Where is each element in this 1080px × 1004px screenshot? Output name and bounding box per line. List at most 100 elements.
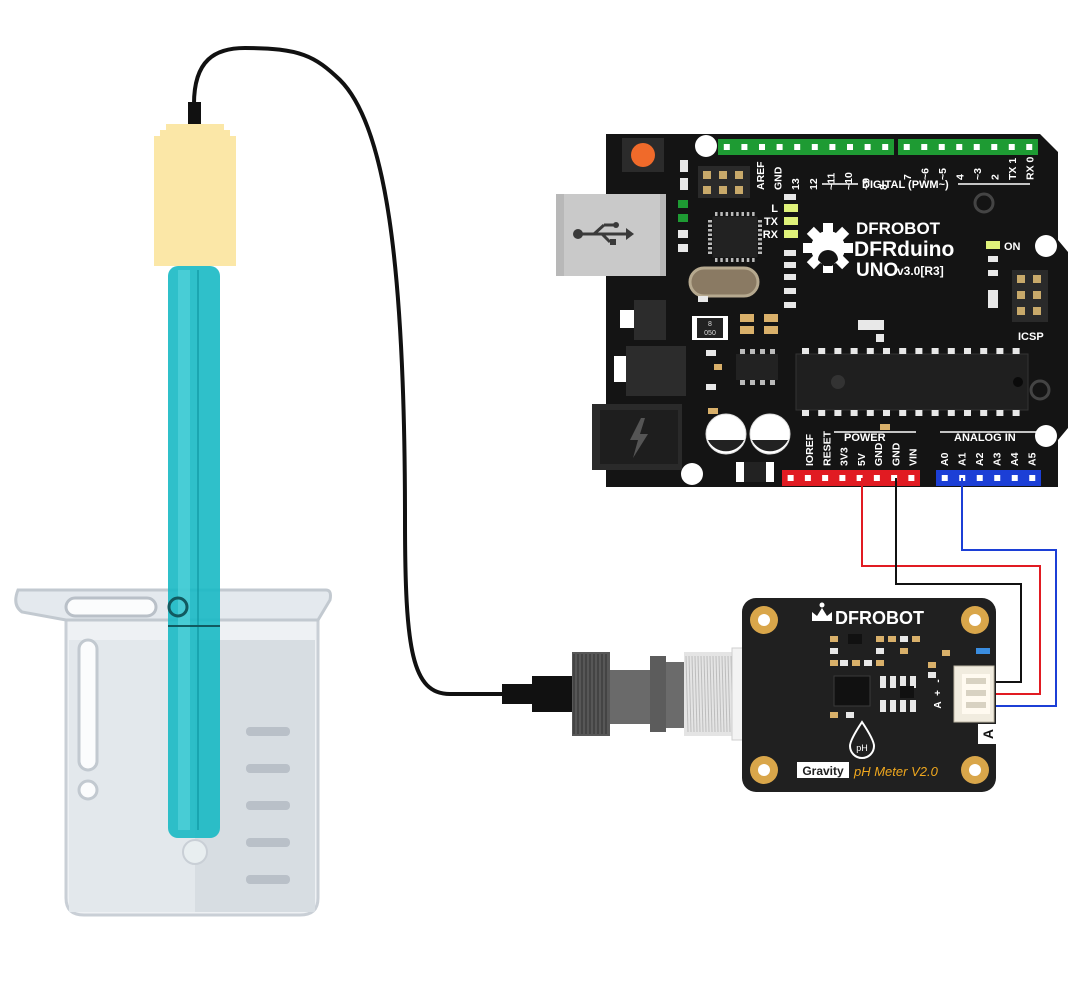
digital-pin-socket[interactable] bbox=[973, 144, 980, 150]
capacitor-right bbox=[749, 413, 791, 455]
power-pin-socket[interactable] bbox=[873, 475, 880, 481]
digital-pin-socket[interactable] bbox=[991, 144, 998, 150]
port-letter: A bbox=[980, 729, 996, 739]
analog-pin-socket[interactable] bbox=[1011, 475, 1018, 481]
beaker-graduation-mark bbox=[246, 875, 290, 884]
analog-header bbox=[936, 470, 1041, 486]
lightning-icon bbox=[630, 418, 648, 458]
digital-pin-socket[interactable] bbox=[723, 144, 730, 150]
digital-pin-socket[interactable] bbox=[938, 144, 945, 150]
pin-label: RX 0 bbox=[1025, 156, 1037, 180]
digital-pin-socket[interactable] bbox=[882, 144, 889, 150]
led-rx bbox=[784, 230, 798, 238]
probe-cap bbox=[154, 124, 236, 266]
analog-pin-socket[interactable] bbox=[976, 475, 983, 481]
power-pin-socket[interactable] bbox=[787, 475, 794, 481]
pin-label: A3 bbox=[992, 452, 1004, 466]
digital-header bbox=[718, 139, 1038, 155]
digital-pin-socket[interactable] bbox=[864, 144, 871, 150]
mount-hole bbox=[1035, 235, 1057, 257]
digital-pin-socket[interactable] bbox=[1008, 144, 1015, 150]
digital-pin-socket[interactable] bbox=[956, 144, 963, 150]
pin-label: 13 bbox=[790, 178, 802, 190]
digital-pin-socket[interactable] bbox=[776, 144, 783, 150]
regulator bbox=[634, 300, 666, 340]
analog-pin-socket[interactable] bbox=[941, 475, 948, 481]
power-header bbox=[782, 470, 920, 486]
digital-pin-socket[interactable] bbox=[847, 144, 853, 150]
pin-label: GND bbox=[773, 166, 785, 190]
pin-label: ~9 bbox=[861, 178, 873, 190]
analog-pin-socket[interactable] bbox=[994, 475, 1001, 481]
svg-text:TX: TX bbox=[764, 216, 779, 228]
probe-stem bbox=[168, 266, 220, 838]
digital-pin-socket[interactable] bbox=[903, 144, 910, 150]
dc-power-jack bbox=[592, 404, 682, 470]
mount-hole bbox=[1035, 425, 1057, 447]
probe-bulb bbox=[182, 839, 208, 865]
digital-pin-socket[interactable] bbox=[794, 144, 801, 150]
digital-pin-socket[interactable] bbox=[759, 144, 765, 150]
probe-connector-tip bbox=[188, 102, 201, 124]
power-pin-socket[interactable] bbox=[891, 475, 898, 481]
led-tx bbox=[784, 217, 798, 225]
pin-label: GND bbox=[873, 442, 885, 466]
probe-rim-hole bbox=[167, 596, 189, 618]
svg-text:8: 8 bbox=[708, 321, 712, 328]
beaker-graduation-mark bbox=[246, 838, 290, 847]
crystal bbox=[688, 266, 760, 298]
power-pin-socket[interactable] bbox=[822, 475, 829, 481]
power-pin-socket[interactable] bbox=[908, 475, 915, 481]
reset-button-cap[interactable] bbox=[631, 143, 655, 167]
svg-text:050: 050 bbox=[704, 330, 716, 337]
digital-pin-socket[interactable] bbox=[1026, 144, 1033, 150]
power-pin-socket[interactable] bbox=[856, 475, 863, 481]
led-l bbox=[784, 204, 798, 212]
pin-label: ~5 bbox=[937, 168, 949, 180]
power-pin-socket[interactable] bbox=[804, 475, 811, 481]
pin-label: 3V3 bbox=[839, 447, 851, 466]
svg-text:RX: RX bbox=[763, 229, 779, 241]
sensor-pin-sign: A bbox=[933, 701, 944, 708]
pin-label: ~11 bbox=[825, 173, 837, 190]
mount-hole bbox=[681, 463, 703, 485]
svg-text:pH: pH bbox=[856, 743, 868, 753]
beaker-marks bbox=[246, 727, 290, 884]
usb-port bbox=[556, 194, 666, 276]
pin-label: AREF bbox=[755, 161, 767, 190]
digital-pin-socket[interactable] bbox=[741, 144, 748, 150]
sensor-chip bbox=[833, 675, 871, 707]
pin-label: ~3 bbox=[972, 168, 984, 180]
probe-stem-shine bbox=[178, 270, 190, 830]
mount-hole bbox=[695, 135, 717, 157]
probe-cable bbox=[192, 45, 502, 696]
on-led bbox=[986, 241, 1000, 249]
pin-label: TX 1 bbox=[1007, 158, 1019, 180]
pin-label: GND bbox=[890, 442, 902, 466]
sensor-pin-sign: - bbox=[933, 679, 944, 682]
board-model: DFRduino bbox=[854, 238, 954, 261]
digital-pin-socket[interactable] bbox=[829, 144, 836, 150]
analog-label: ANALOG IN bbox=[954, 432, 1016, 444]
power-label: POWER bbox=[844, 432, 886, 444]
pin-label: 7 bbox=[902, 174, 914, 180]
analog-pin-socket[interactable] bbox=[1029, 475, 1036, 481]
ph-drop-icon: pH bbox=[848, 720, 876, 759]
gravity-label: Gravity bbox=[802, 764, 844, 778]
pin-label: 8 bbox=[878, 184, 890, 190]
pin-label: 4 bbox=[955, 174, 967, 180]
pin-label: ~6 bbox=[920, 168, 932, 180]
pin-label: A4 bbox=[1009, 452, 1021, 466]
digital-pin-socket[interactable] bbox=[811, 144, 818, 150]
digital-pin-socket[interactable] bbox=[921, 144, 928, 150]
usb-chip bbox=[708, 212, 762, 262]
wire-gnd bbox=[895, 478, 1022, 683]
small-chip: 8 050 bbox=[692, 316, 728, 340]
atmega-chip bbox=[795, 348, 1029, 416]
power-pin-socket[interactable] bbox=[839, 475, 846, 481]
beaker-highlight bbox=[77, 638, 99, 772]
